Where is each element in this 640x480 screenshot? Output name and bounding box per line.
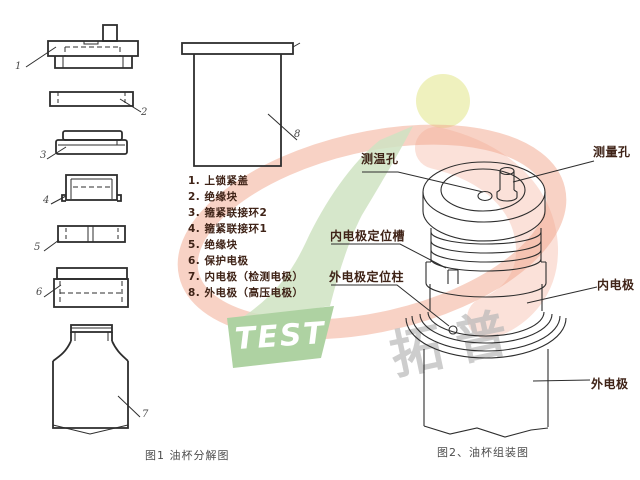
callout-inner-electrode: 内电极 <box>597 278 635 292</box>
figure2-caption: 图2、油杯组装图 <box>437 446 529 459</box>
watermark-test-text: TEST <box>234 316 328 357</box>
watermark-banner <box>227 306 334 368</box>
exploded-view-drawing <box>25 24 301 435</box>
callout-outer-electrode: 外电极 <box>591 377 629 391</box>
parts-list-item: 8. 外电极（高压电极） <box>188 287 304 299</box>
parts-list-item: 1. 上锁紧盖 <box>188 175 249 187</box>
part-number-6: 6 <box>36 287 43 298</box>
parts-list-item: 7. 内电极（检测电极） <box>188 271 304 283</box>
watermark-circle <box>416 74 470 128</box>
parts-list-item: 2. 绝缘块 <box>188 191 238 203</box>
parts-list-item: 5. 绝缘块 <box>188 239 238 251</box>
figure1-caption: 图1 油杯分解图 <box>145 449 230 462</box>
callout-temp-hole: 测温孔 <box>361 152 399 166</box>
callout-inner-electrode-slot: 内电极定位槽 <box>330 229 406 243</box>
part-number-2: 2 <box>141 107 148 118</box>
watermark-leaf <box>236 126 413 321</box>
parts-list: 1. 上锁紧盖 2. 绝缘块 3. 箍紧联接环2 4. 箍紧联接环1 5. 绝缘… <box>188 173 303 301</box>
part-number-8: 8 <box>294 129 301 140</box>
callout-outer-electrode-post: 外电极定位柱 <box>329 270 405 284</box>
part-number-7: 7 <box>142 409 149 420</box>
parts-list-item: 4. 箍紧联接环1 <box>188 223 268 235</box>
part-number-1: 1 <box>15 61 22 72</box>
parts-list-item: 3. 箍紧联接环2 <box>188 207 268 219</box>
watermark-ring-swoosh <box>177 124 567 340</box>
callout-measure-hole: 测量孔 <box>593 145 631 159</box>
assembly-view-drawing <box>331 160 598 438</box>
part-number-3: 3 <box>40 150 47 161</box>
part-number-4: 4 <box>43 195 50 206</box>
callout-leader-lines <box>331 160 598 382</box>
watermark-crescent-swoosh <box>415 127 558 339</box>
part-number-5: 5 <box>34 242 41 253</box>
parts-list-item: 6. 保护电极 <box>188 255 249 267</box>
